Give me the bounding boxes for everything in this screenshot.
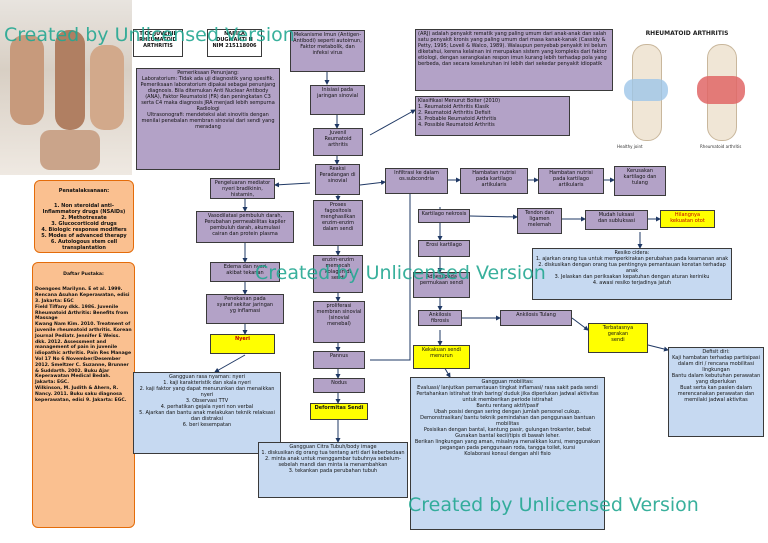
- title-box: TIOC JUVENIL RHEUMATOID ARTHRITIS: [133, 29, 183, 57]
- hilangnya-kekuatan-box: Hilangnya kekuatan otot: [660, 210, 715, 228]
- juvenil-box: Juvenil Reumatoid arthritis: [313, 128, 363, 156]
- penatalaksanaan-title: Penatalaksanaan:: [58, 188, 110, 194]
- hambatan-nutrisi-2: Hambatan nutrisi pada kartilago artikula…: [538, 168, 604, 194]
- penatalaksanaan-list: 1. Non steroidal anti-Inflammatory drugs…: [41, 203, 127, 251]
- mediator-box: Pengeluaran mediator nyeri bradikinin, h…: [210, 178, 275, 199]
- author-box: NABILA DUGMANTI N NIM 215118006: [207, 29, 262, 57]
- erosi-box: Erosi kartilago: [418, 240, 470, 257]
- deformitas-box: Deformitas Sendi: [310, 403, 368, 420]
- illustration-title: RHEUMATOID ARTHRITIS: [645, 30, 729, 37]
- kerusakan-box: Kerusakan kartilago dan tulang: [614, 166, 666, 196]
- ra-joint-label: Rheumatoid arthritis: [700, 144, 742, 149]
- daftar-pustaka-list: Doengoes Marilynn. E et al. 1999. Rencan…: [35, 287, 132, 403]
- kartilago-nekrosis-box: Kartilago nekrosis: [418, 209, 470, 223]
- daftar-pustaka-box: Daftar Pustaka: Doengoes Marilynn. E et …: [32, 262, 135, 528]
- ankilosis-fibrosis-box: Ankilosis fibrosis: [418, 310, 462, 326]
- definition-box: (ARJ) adalah penyakit rematik yang palin…: [415, 29, 613, 91]
- klasifikasi-box: Klasifikasi Menurut Boiter (2010) 1. Reu…: [415, 96, 570, 136]
- kekakuan-box: Kekakuan sendi menurun: [413, 345, 470, 369]
- healthy-joint-label: Healthy joint: [617, 144, 643, 149]
- child-figure: [10, 35, 44, 125]
- ankilosis-tulang-box: Ankilosis Tulang: [500, 310, 572, 326]
- proses-box: Proses fagositosis menghasilkan enzim-en…: [313, 200, 363, 246]
- proliferasi-box: proliferasi membran sinovial (sinovial m…: [313, 301, 365, 343]
- infiltrasi-box: Infiltrasi ke dalam os.subcondria: [385, 168, 448, 194]
- watermark-bottom: Created by Unlicensed Version: [408, 494, 699, 516]
- etiologi-box: Mekanisme Imun (Antigen-Antibodi) sepert…: [290, 30, 365, 72]
- penatalaksanaan-box: Penatalaksanaan: 1. Non steroidal anti-I…: [34, 180, 134, 253]
- reaksi-box: Reaksi Peradangan di sinovial: [315, 164, 360, 195]
- citra-tubuh-box: Gangguan Citra Tubuh/body image 1. disku…: [258, 442, 408, 498]
- luksasi-box: Mudah luksasi dan subluksasi: [585, 210, 648, 230]
- watermark-top: Created by Unlicensed Version: [4, 24, 295, 46]
- children-photo: [0, 0, 132, 175]
- penekanan-box: Penekanan pada syaraf sekitar jaringan y…: [206, 294, 284, 324]
- penunjang-box: Pemeriksaan Penunjang: Laboratorium: Tid…: [136, 68, 280, 170]
- resiko-cidera-box: Resiko cidera: 1. ajarkan orang tua untu…: [532, 248, 732, 300]
- enzim-box: enzim-enzim memecah kolagen di sendi: [313, 255, 363, 293]
- defisit-diri-box: Defisit diri: Kaji hambatan terhadap par…: [668, 347, 764, 437]
- joint-illustration: RHEUMATOID ARTHRITIS Healthy joint Rheum…: [612, 24, 762, 154]
- pannus-box: Pannus: [313, 351, 365, 369]
- nyeri-box: Nyeri: [210, 334, 275, 354]
- child-figure: [55, 30, 85, 130]
- edema-box: Edema dan nyeri akibat tekanan: [210, 262, 280, 282]
- gangguan-mobilitas-box: Gangguan mobilitas: Evaluasi/ lanjutkan …: [410, 377, 605, 530]
- hambatan-nutrisi-1: Hambatan nutrisi pada kartilago artikula…: [460, 168, 528, 194]
- tendon-box: Tendon dan ligamen melemah: [517, 208, 562, 234]
- daftar-pustaka-title: Daftar Pustaka:: [63, 271, 104, 277]
- nodus-box: Nodus: [313, 378, 365, 393]
- ra-joint-icon: [697, 76, 745, 104]
- adhesi-box: Adhesi pada permukaan sendi: [413, 272, 470, 298]
- inisiasi-box: Inisiasi pada jaringan sinovial: [310, 85, 365, 115]
- leg-figure: [40, 130, 100, 170]
- child-figure: [90, 45, 124, 130]
- vasodilatasi-box: Vasodilatasi pembuluh darah, Perubahan p…: [196, 211, 294, 243]
- healthy-joint-icon: [624, 79, 668, 101]
- watermark-middle: Created by Unlicensed Version: [255, 262, 546, 284]
- terbatasnya-gerakan-box: Terbatasnya gerakan sendi: [588, 323, 648, 353]
- gangguan-nyeri-box: Gangguan rasa nyaman: nyeri 1. kaji kara…: [133, 372, 281, 454]
